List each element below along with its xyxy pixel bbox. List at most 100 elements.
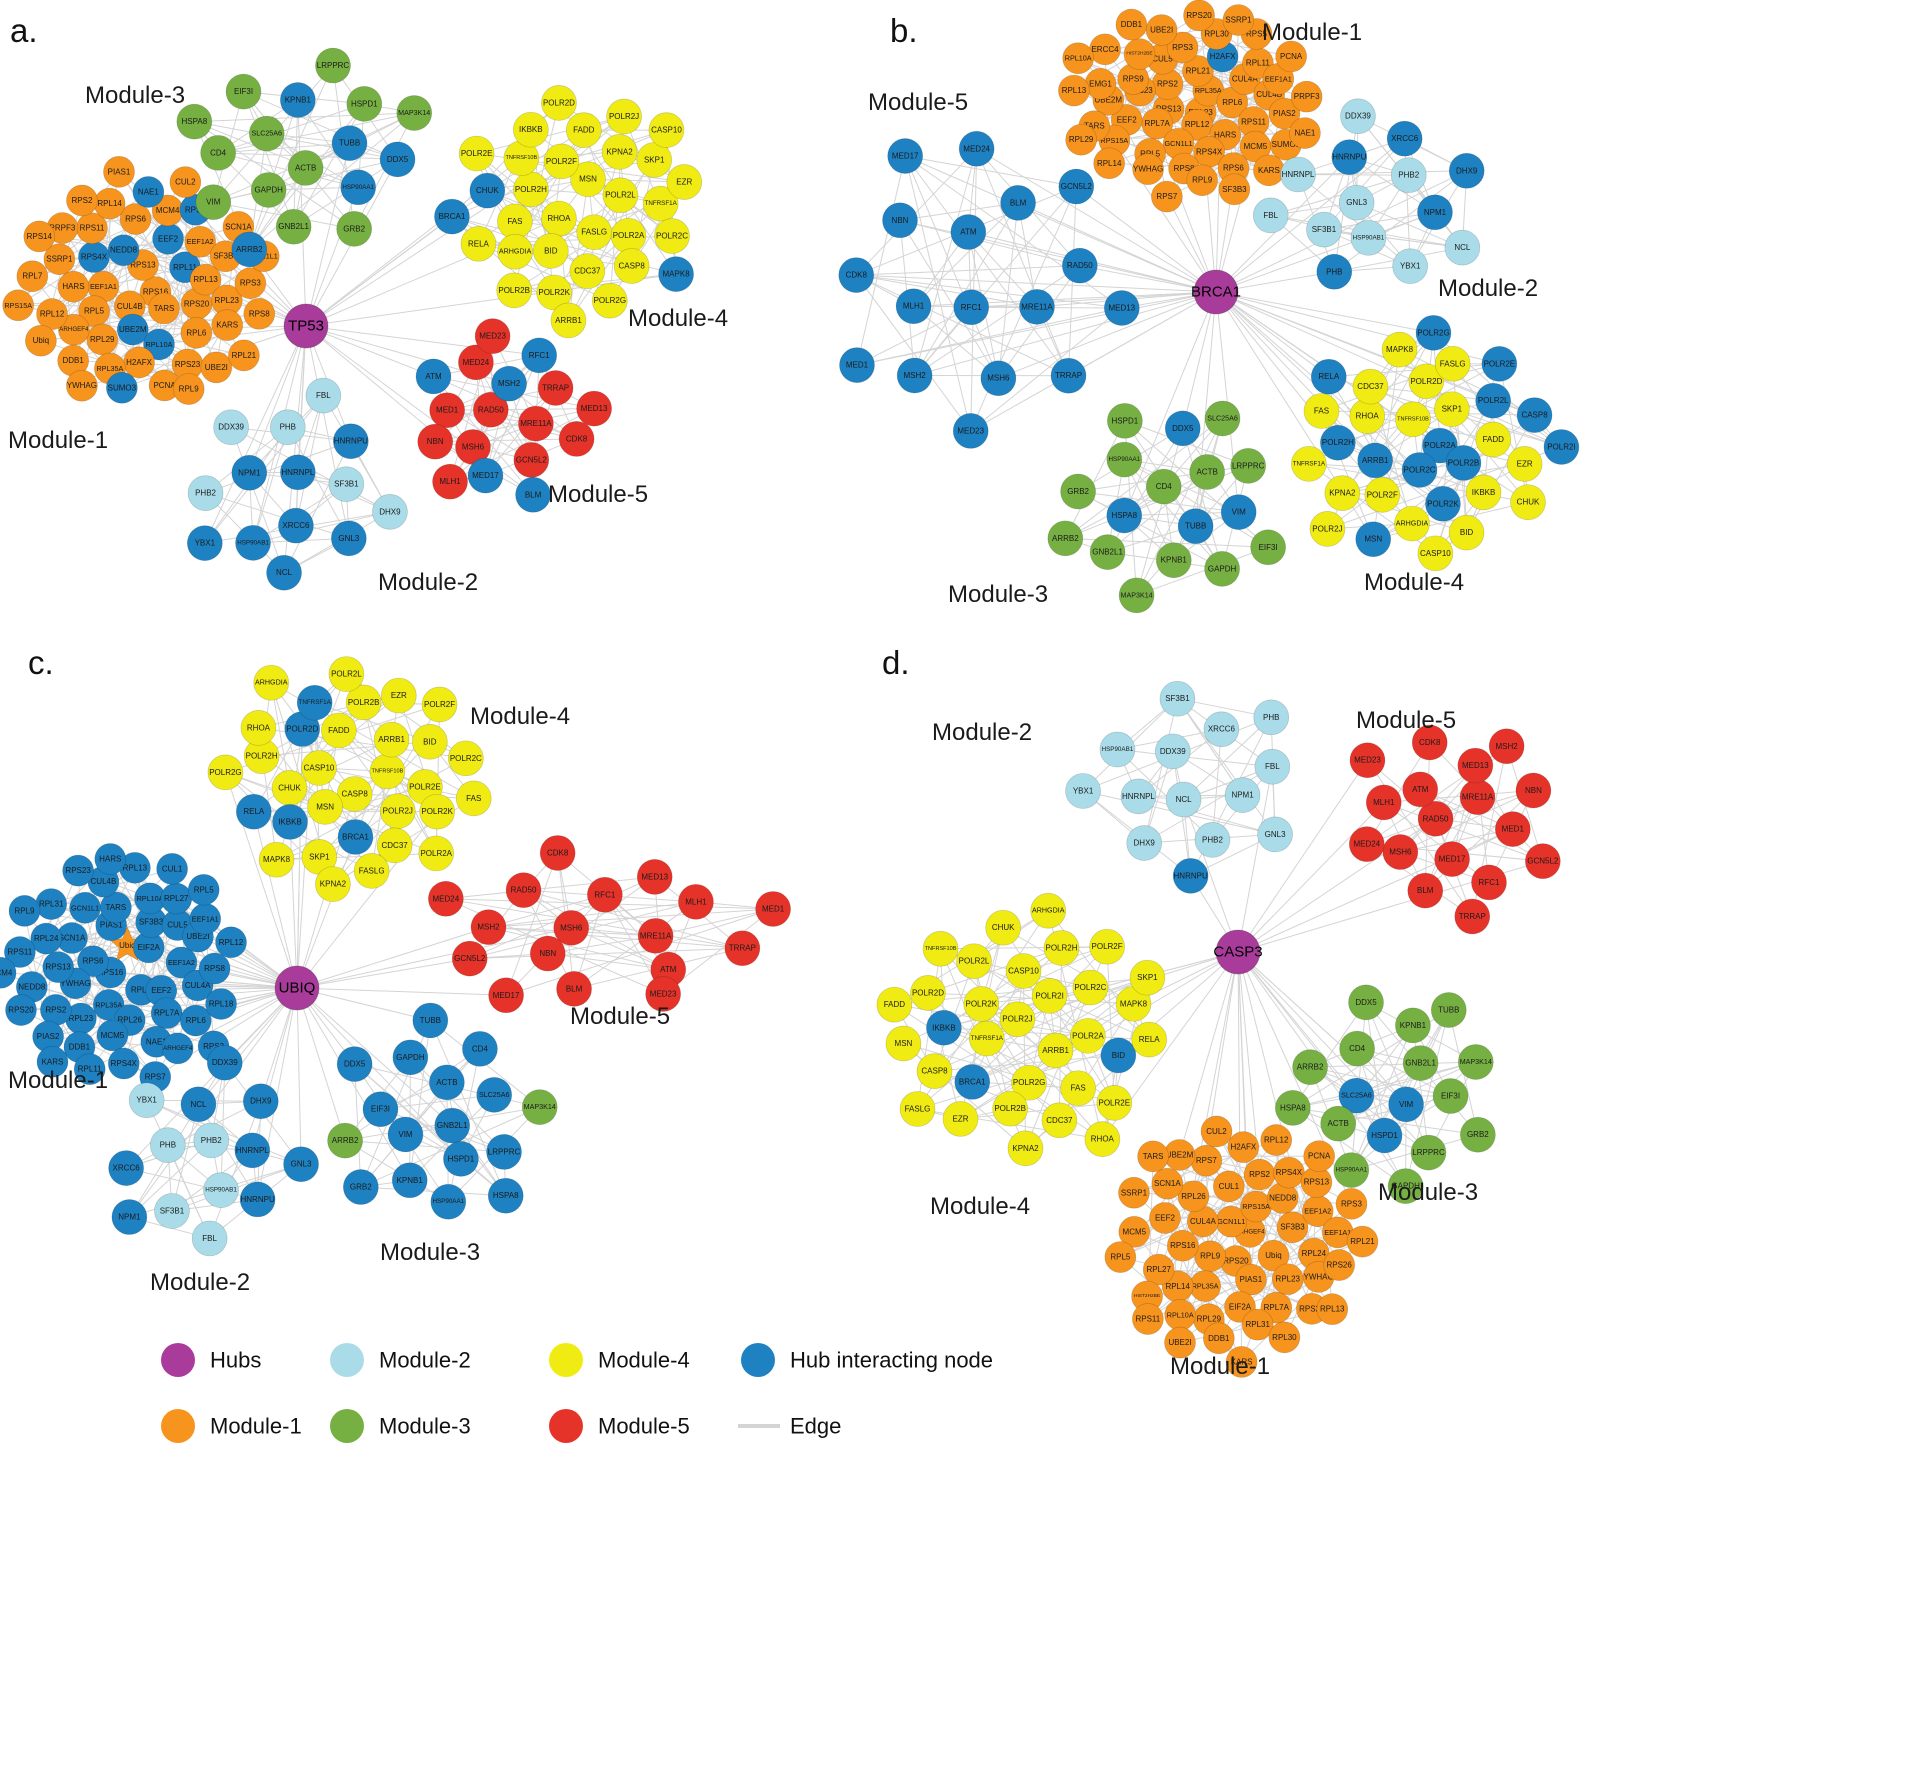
gene-label: RPL11: [1246, 59, 1270, 68]
gene-node: RPL23: [1271, 1263, 1304, 1296]
gene-label: VIM: [1399, 1100, 1414, 1109]
gene-node: RPL10A: [1164, 1299, 1197, 1331]
gene-node: PIAS1: [1235, 1263, 1267, 1296]
gene-node: PHB: [269, 409, 306, 446]
gene-label: MED23: [479, 332, 506, 341]
gene-label: HSP90AB1: [1102, 746, 1134, 753]
gene-label: GNL3: [291, 1160, 312, 1169]
gene-node: ARRB2: [1292, 1049, 1328, 1085]
gene-node: BRCA1: [954, 1064, 991, 1100]
gene-label: FASLG: [1440, 359, 1466, 368]
gene-label: RPL7: [131, 985, 152, 994]
gene-node: CASP8: [336, 776, 373, 812]
gene-node: TARS: [148, 292, 180, 325]
gene-label: EEF1A1: [1324, 1228, 1351, 1237]
gene-node: TNFRSF1A: [968, 1020, 1005, 1057]
gene-node: RPL27: [160, 882, 193, 915]
gene-label: RPL29: [1069, 135, 1094, 144]
gene-node: RPS8: [198, 952, 231, 985]
module-label-c-module-4: Module-4: [470, 703, 570, 730]
gene-node: NBN: [417, 423, 454, 460]
gene-label: ACTB: [1196, 468, 1217, 477]
gene-label: HIST2H2BE: [1126, 51, 1152, 57]
gene-node: RPS15A: [2, 289, 35, 322]
gene-label: GCN5L2: [454, 954, 486, 963]
gene-node: HSPA8: [487, 1177, 524, 1214]
gene-label: POLR2G: [1417, 328, 1449, 337]
gene-label: KPNB1: [1161, 556, 1188, 565]
gene-label: RPS20: [184, 299, 210, 308]
gene-label: H2AFX: [126, 358, 152, 367]
gene-node: RELA: [235, 793, 272, 830]
gene-node: ARHGDIA: [1394, 505, 1430, 542]
gene-label: RPL21: [1350, 1237, 1375, 1246]
gene-node: TNFRSF10B: [1395, 401, 1431, 438]
gene-node: PHB2: [1390, 157, 1427, 194]
gene-node: CD4: [1339, 1030, 1375, 1067]
gene-node: SUMO3: [106, 371, 138, 404]
gene-label: RPL5: [1110, 1253, 1131, 1262]
gene-label: ATM: [960, 228, 977, 237]
gene-node: EZR: [380, 677, 417, 714]
gene-label: H2AFX: [1210, 52, 1236, 61]
legend-item: Module-3: [330, 1409, 471, 1443]
gene-label: BID: [1112, 1051, 1126, 1060]
gene-label: GNB2L1: [1092, 548, 1123, 557]
gene-node: BRCA1: [434, 198, 470, 235]
gene-node: POLR2F: [1089, 928, 1125, 965]
gene-node: BLM: [515, 476, 551, 513]
gene-label: EZR: [391, 691, 407, 700]
gene-label: YBX1: [1400, 262, 1421, 271]
gene-label: RAD50: [511, 886, 537, 895]
gene-node: VIM: [1220, 494, 1257, 530]
gene-label: XRCC6: [282, 521, 310, 530]
module-label-a-module-4: Module-4: [628, 305, 728, 332]
gene-label: MSN: [895, 1039, 913, 1048]
gene-label: RPS3: [1172, 43, 1193, 52]
gene-label: EIF2A: [138, 943, 161, 952]
legend-label: Module-4: [598, 1348, 690, 1373]
gene-label: MED23: [1354, 756, 1381, 765]
gene-label: RPS11: [80, 224, 105, 233]
gene-label: MAPK8: [263, 855, 291, 864]
gene-node: HNRNPU: [239, 1181, 276, 1218]
gene-node: EMG1: [1084, 67, 1117, 100]
gene-label: POLR2B: [498, 286, 530, 295]
gene-node: TNFRSF1A: [296, 684, 333, 721]
hub-node-tp53: TP53: [283, 303, 329, 349]
gene-label: CASP8: [921, 1067, 948, 1076]
gene-node: GAPDH: [1204, 551, 1240, 587]
gene-node: RPL7A: [150, 997, 183, 1030]
gene-label: RPL7A: [1145, 119, 1171, 128]
gene-label: NAE1: [138, 187, 159, 196]
gene-node: HSPA8: [176, 103, 213, 140]
gene-label: RPL6: [186, 328, 207, 337]
gene-label: RPS4X: [1276, 1168, 1303, 1177]
gene-node: HNRNPL: [234, 1132, 271, 1169]
gene-node: NPM1: [1224, 777, 1261, 813]
gene-label: HARS: [99, 854, 121, 863]
gene-node: ARRB1: [550, 302, 587, 339]
gene-node: POLR2H: [1320, 424, 1356, 461]
gene-label: NPM1: [238, 468, 261, 477]
gene-label: BLM: [1417, 886, 1434, 895]
gene-label: RPL7A: [1264, 1303, 1290, 1312]
gene-label: POLR2B: [1448, 458, 1480, 467]
gene-label: UBE2I: [1168, 1338, 1191, 1347]
gene-node: TNFRSF1A: [642, 185, 679, 222]
gene-label: SSRP1: [1225, 16, 1252, 25]
gene-label: RHOA: [247, 723, 271, 732]
gene-node: GCN5L2: [1524, 843, 1561, 880]
gene-label: MLH1: [903, 302, 925, 311]
gene-label: KPNB1: [397, 1176, 424, 1185]
legend-item: Edge: [738, 1414, 841, 1439]
gene-node: NCL: [1165, 781, 1202, 818]
module-label-b-module-2: Module-2: [1438, 275, 1538, 302]
gene-node: RHOA: [541, 200, 577, 237]
gene-node: RFC1: [521, 337, 558, 374]
gene-node: CASP10: [301, 750, 337, 786]
gene-label: RPL26: [117, 1016, 142, 1025]
gene-node: POLR2L: [1475, 382, 1512, 419]
gene-label: MED24: [1353, 840, 1380, 849]
gene-label: CD4: [1349, 1044, 1366, 1053]
